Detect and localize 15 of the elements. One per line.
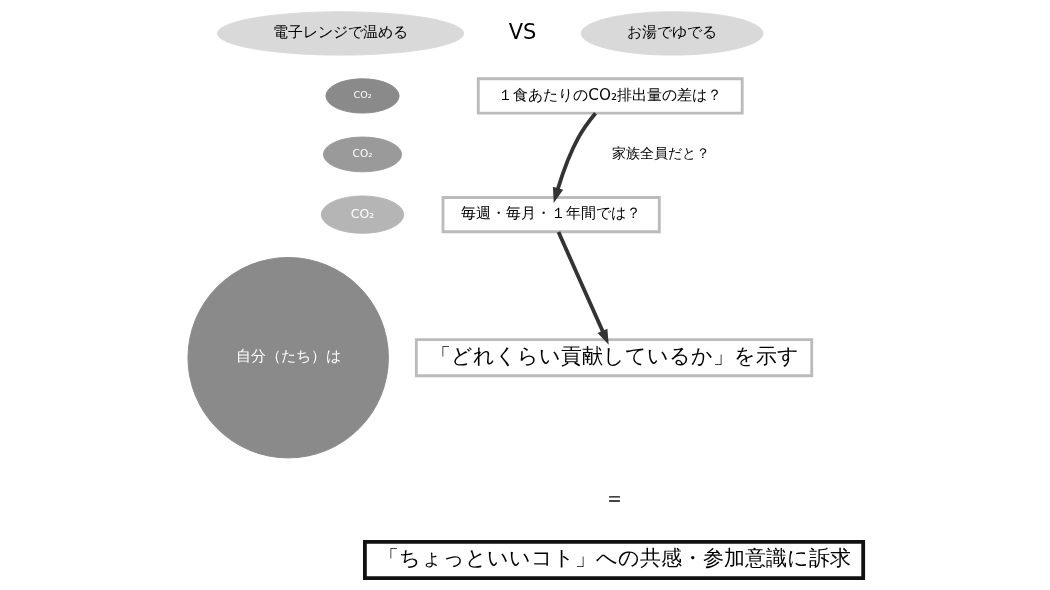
label: VS [508, 19, 536, 44]
node-circle: 自分（たち）は [186, 256, 389, 459]
label: ＝ [603, 486, 625, 511]
node-ellipse: CO₂ [324, 78, 400, 114]
arrow [552, 112, 597, 203]
node-ellipse: お湯でゆでる [580, 11, 764, 56]
arrow [556, 231, 609, 345]
node-ellipse: 電子レンジで温める [216, 11, 464, 56]
node-box: 「どれくらい貢献しているか」を示す [414, 338, 813, 378]
node-ellipse: CO₂ [320, 195, 404, 234]
node-box: １食あたりのCO₂排出量の差は？ [476, 77, 744, 115]
label: 家族全員だと？ [611, 144, 710, 161]
node-ellipse: CO₂ [322, 136, 402, 173]
node-box: 「ちょっといいコト」への共感・参加意識に訴求 [362, 540, 865, 581]
node-box: 毎週・毎月・１年間では？ [441, 196, 661, 234]
